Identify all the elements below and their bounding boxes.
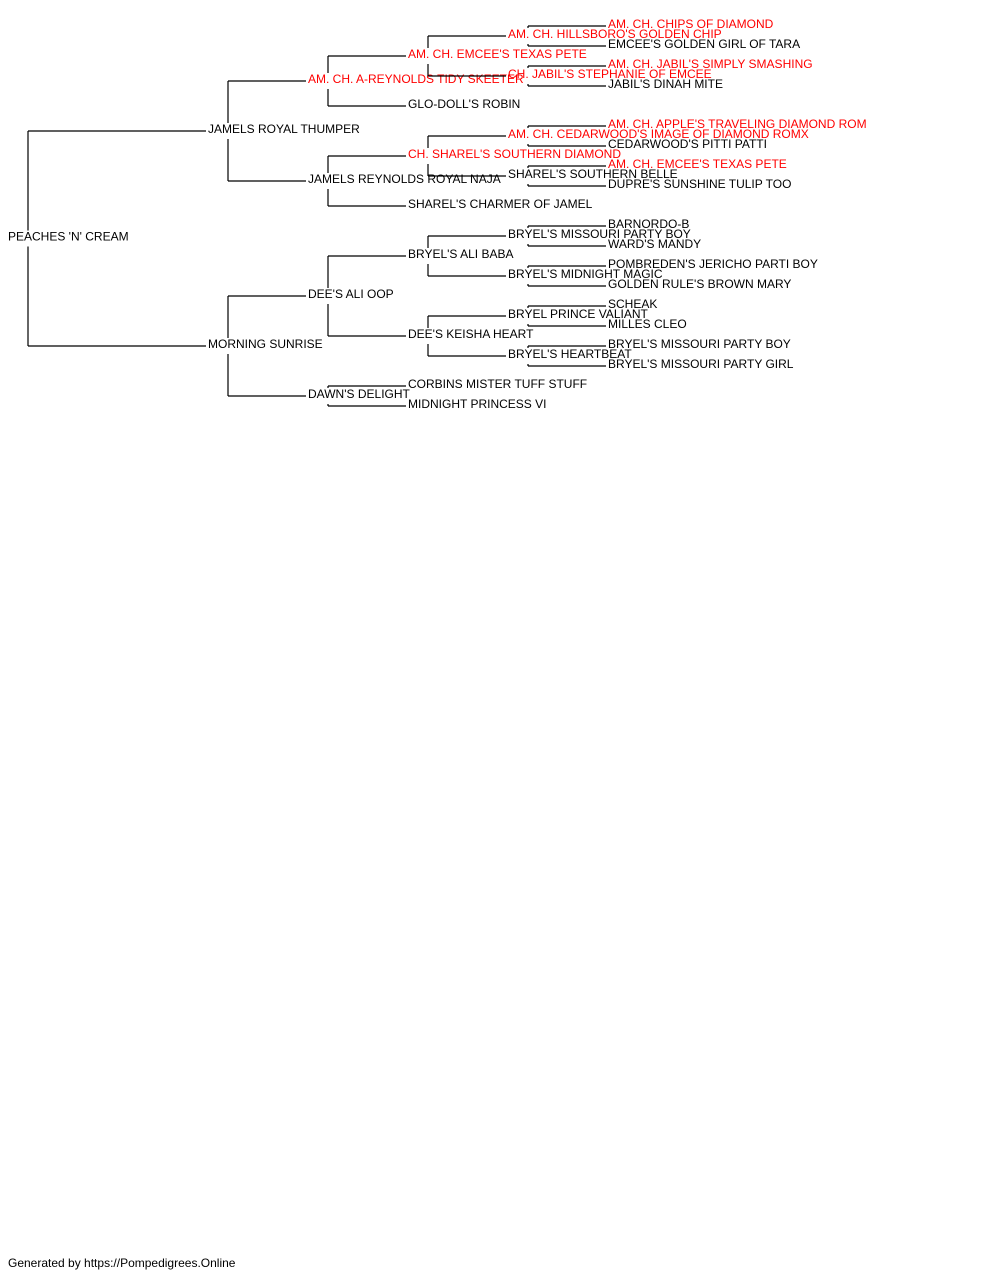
pedigree-node-am-ch-hillsboro-s-golden-chip: AM. CH. HILLSBORO'S GOLDEN CHIP: [508, 27, 722, 41]
pedigree-node-bryel-s-heartbeat: BRYEL'S HEARTBEAT: [508, 347, 632, 361]
pedigree-node-scheak: SCHEAK: [608, 297, 657, 311]
pedigree-node-ch-sharel-s-southern-diamond: CH. SHAREL'S SOUTHERN DIAMOND: [408, 147, 621, 161]
pedigree-node-midnight-princess-vi: MIDNIGHT PRINCESS VI: [408, 397, 546, 411]
pedigree-node-peaches-n-cream: PEACHES 'N' CREAM: [8, 230, 129, 244]
pedigree-node-ch-jabil-s-stephanie-of-emcee: CH. JABIL'S STEPHANIE OF EMCEE: [508, 67, 712, 81]
pedigree-node-bryel-prince-valiant: BRYEL PRINCE VALIANT: [508, 307, 648, 321]
pedigree-node-am-ch-jabil-s-simply-smashing: AM. CH. JABIL'S SIMPLY SMASHING: [608, 57, 813, 71]
pedigree-node-golden-rule-s-brown-mary: GOLDEN RULE'S BROWN MARY: [608, 277, 791, 291]
pedigree-node-dupre-s-sunshine-tulip-too: DUPRE'S SUNSHINE TULIP TOO: [608, 177, 791, 191]
pedigree-node-am-ch-emcee-s-texas-pete: AM. CH. EMCEE'S TEXAS PETE: [608, 157, 787, 171]
pedigree-node-am-ch-apple-s-traveling-diamond-rom: AM. CH. APPLE'S TRAVELING DIAMOND ROM: [608, 117, 867, 131]
pedigree-node-jabil-s-dinah-mite: JABIL'S DINAH MITE: [608, 77, 723, 91]
pedigree-node-barnordo-b: BARNORDO-B: [608, 217, 689, 231]
pedigree-node-am-ch-cedarwood-s-image-of-diamond-romx: AM. CH. CEDARWOOD'S IMAGE OF DIAMOND ROM…: [508, 127, 809, 141]
pedigree-node-dawn-s-delight: DAWN'S DELIGHT: [308, 387, 411, 401]
pedigree-node-jamels-royal-thumper: JAMELS ROYAL THUMPER: [208, 122, 360, 136]
pedigree-node-bryel-s-missouri-party-girl: BRYEL'S MISSOURI PARTY GIRL: [608, 357, 794, 371]
footer-credit: Generated by https://Pompedigrees.Online: [8, 1256, 236, 1270]
pedigree-node-emcee-s-golden-girl-of-tara: EMCEE'S GOLDEN GIRL OF TARA: [608, 37, 800, 51]
pedigree-node-ward-s-mandy: WARD'S MANDY: [608, 237, 701, 251]
pedigree-node-am-ch-emcee-s-texas-pete: AM. CH. EMCEE'S TEXAS PETE: [408, 47, 587, 61]
pedigree-node-am-ch-chips-of-diamond: AM. CH. CHIPS OF DIAMOND: [608, 17, 774, 31]
pedigree-node-jamels-reynolds-royal-naja: JAMELS REYNOLDS ROYAL NAJA: [308, 172, 501, 186]
pedigree-node-dee-s-keisha-heart: DEE'S KEISHA HEART: [408, 327, 534, 341]
pedigree-node-morning-sunrise: MORNING SUNRISE: [208, 337, 323, 351]
pedigree-node-bryel-s-missouri-party-boy: BRYEL'S MISSOURI PARTY BOY: [508, 227, 691, 241]
pedigree-node-cedarwood-s-pitti-patti: CEDARWOOD'S PITTI PATTI: [608, 137, 767, 151]
pedigree-node-sharel-s-charmer-of-jamel: SHAREL'S CHARMER OF JAMEL: [408, 197, 593, 211]
pedigree-node-glo-doll-s-robin: GLO-DOLL'S ROBIN: [408, 97, 520, 111]
pedigree-node-sharel-s-southern-belle: SHAREL'S SOUTHERN BELLE: [508, 167, 678, 181]
pedigree-node-pombreden-s-jericho-parti-boy: POMBREDEN'S JERICHO PARTI BOY: [608, 257, 818, 271]
pedigree-node-am-ch-a-reynolds-tidy-skeeter: AM. CH. A-REYNOLDS TIDY SKEETER: [308, 72, 524, 86]
pedigree-node-corbins-mister-tuff-stuff: CORBINS MISTER TUFF STUFF: [408, 377, 587, 391]
pedigree-node-dee-s-ali-oop: DEE'S ALI OOP: [308, 287, 394, 301]
pedigree-node-bryel-s-midnight-magic: BRYEL'S MIDNIGHT MAGIC: [508, 267, 663, 281]
pedigree-node-bryel-s-ali-baba: BRYEL'S ALI BABA: [408, 247, 513, 261]
pedigree-node-bryel-s-missouri-party-boy: BRYEL'S MISSOURI PARTY BOY: [608, 337, 791, 351]
pedigree-node-milles-cleo: MILLES CLEO: [608, 317, 687, 331]
